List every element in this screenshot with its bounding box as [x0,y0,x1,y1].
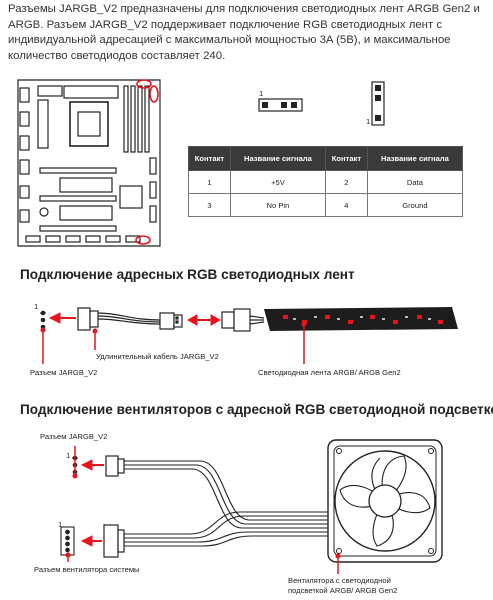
table-cell: +5V [229,170,326,194]
arrow-left-icon-3 [80,535,102,547]
fan-label-line2: подсветкой ARGB/ ARGB Gen2 [288,586,398,595]
table-cell: 1 [188,170,231,194]
pin-one-label-top: 1 [66,451,71,460]
connector-highlights [135,79,159,245]
fan-plug [103,524,125,558]
led-strip-label: Светодиодная лента ARGB/ ARGB Gen2 [258,368,401,377]
fan-cables [124,460,330,547]
pin-one-label-bottom: 1 [58,520,63,529]
arrow-left-icon [48,312,76,324]
double-arrow-icon [186,314,222,326]
motherboard-diagram [17,79,161,247]
strip-connector [221,308,265,332]
led-strip [264,307,458,331]
header-signal: Название сигнала [229,146,326,171]
table-cell: 2 [324,170,368,194]
argb-strip-diagram [40,307,458,364]
table-cell: 3 [188,193,231,217]
fan-icon [327,439,443,563]
fan-label-line1: Вентилятора с светодиодной [288,576,391,585]
fan-header-pins [60,526,75,556]
section-title-fan: Подключение вентиляторов с адресной RGB … [20,402,493,417]
argb-fan-diagram [60,439,443,574]
table-cell: No Pin [229,193,326,217]
table-header-row: Контакт Название сигнала Контакт Названи… [188,146,464,171]
argb-plug [105,455,125,477]
jargb-header-label: Разъем JARGB_V2 [30,368,98,377]
pin-one-label-horizontal: 1 [259,89,264,98]
leader-lines [40,321,307,364]
jargb-header-label-2: Разъем JARGB_V2 [40,432,108,441]
pin-signal-table: Контакт Название сигнала Контакт Названи… [188,146,464,217]
vertical-pin-header-icon [371,81,385,126]
arrow-left-icon-2 [80,459,104,471]
header-signal: Название сигнала [366,146,464,171]
table-row: 1 +5V 2 Data [188,170,464,194]
header-pin: Контакт [324,146,368,171]
table-row: 3 No Pin 4 Ground [188,193,464,217]
pin-one-label-vertical: 1 [366,117,371,126]
header-pin: Контакт [188,146,231,171]
pin-one-label: 1 [34,302,39,311]
section-title-strip: Подключение адресных RGB светодиодных ле… [20,267,355,282]
fan-header-label: Разъем вентилятора системы [34,565,140,574]
intro-paragraph: Разъемы JARGB_V2 предназначены для подкл… [8,3,480,62]
extension-cable [77,307,183,331]
table-cell: Ground [366,193,464,217]
jargb-header-pins [40,310,46,330]
table-cell: 4 [324,193,368,217]
table-cell: Data [366,170,464,194]
horizontal-pin-header-icon [258,98,303,112]
extension-cable-label: Удлинительный кабель JARGB_V2 [96,352,219,361]
